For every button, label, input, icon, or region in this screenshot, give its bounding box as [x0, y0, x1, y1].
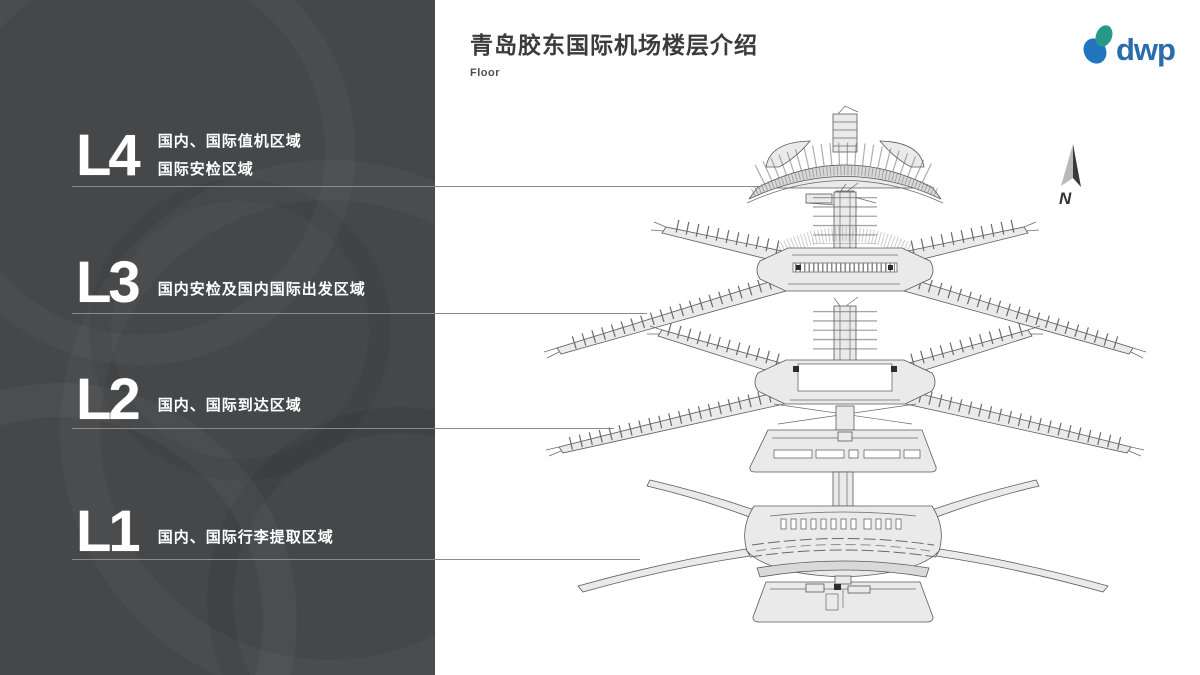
leader-line-l4 — [72, 186, 758, 187]
sidebar — [0, 0, 435, 675]
floor-desc-line: 国内、国际到达区域 — [157, 397, 302, 414]
floorplan-l4-roof — [746, 105, 944, 211]
page-subtitle: Floor — [470, 67, 500, 79]
floor-descriptions: 国内安检及国内国际出发区域 — [158, 276, 366, 304]
floor-desc-line: 国际安检区域 — [157, 161, 254, 178]
floorplan-l2 — [545, 296, 1145, 473]
floor-desc-line: 国内、国际行李提取区域 — [157, 529, 334, 546]
floor-row-l4: L4 国内、国际值机区域 国际安检区域 — [76, 126, 302, 186]
compass-label: N — [1059, 189, 1072, 206]
floorplan-l3 — [543, 182, 1147, 359]
floor-row-l3: L3 国内安检及国内国际出发区域 — [76, 254, 366, 312]
floor-row-l1: L1 国内、国际行李提取区域 — [76, 499, 334, 564]
north-compass: N — [1059, 144, 1081, 206]
floor-row-l2: L2 国内、国际到达区域 — [76, 367, 302, 432]
header: 青岛胶东国际机场楼层介绍 Floor — [470, 26, 758, 79]
logo-text: dwp — [1116, 32, 1175, 67]
floor-level-label: L2 — [76, 367, 141, 432]
logo-leaf-icon — [1083, 25, 1113, 64]
dwp-logo: dwp — [1083, 25, 1176, 67]
leader-line-l2 — [72, 428, 614, 429]
north-arrow-icon — [1061, 144, 1081, 187]
page-title: 青岛胶东国际机场楼层介绍 — [470, 32, 758, 58]
floor-descriptions: 国内、国际行李提取区域 — [158, 524, 334, 552]
floor-desc-line: 国内安检及国内国际出发区域 — [157, 281, 366, 298]
floor-desc-line: 国内、国际值机区域 — [157, 133, 302, 150]
leader-line-l3 — [72, 313, 647, 314]
floorplan-l1 — [577, 471, 1109, 623]
floor-level-label: L1 — [76, 499, 141, 564]
leader-line-l1 — [72, 559, 640, 560]
sidebar-swirl-pattern — [89, 179, 435, 675]
floor-level-label: L3 — [76, 250, 141, 315]
floor-level-label: L4 — [76, 123, 141, 188]
floor-descriptions: 国内、国际到达区域 — [158, 392, 302, 420]
floor-descriptions: 国内、国际值机区域 国际安检区域 — [158, 128, 302, 184]
